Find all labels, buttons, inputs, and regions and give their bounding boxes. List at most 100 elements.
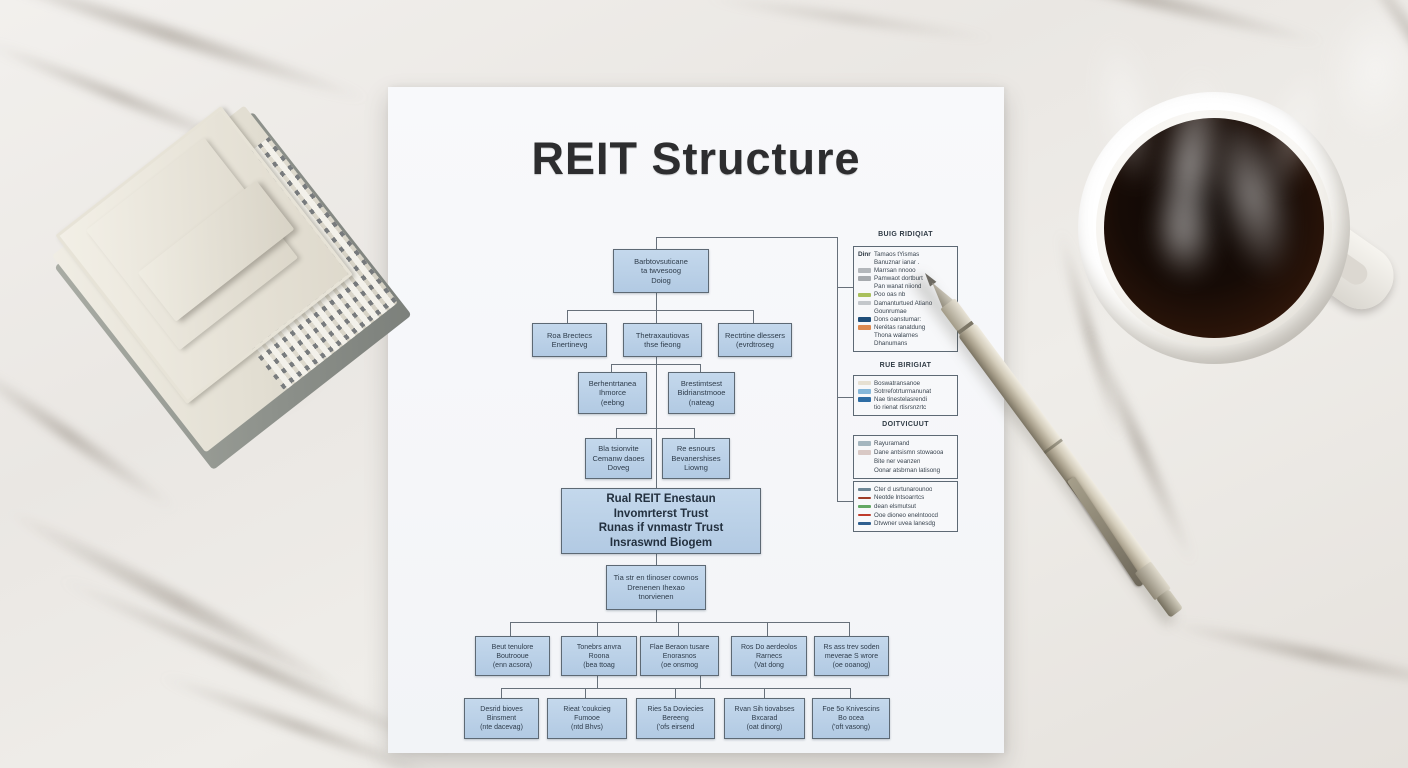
legend-swatch	[858, 389, 871, 394]
legend-box-4: Cter d usrtunarounoo Neotde lntsoarrtcs …	[853, 481, 958, 532]
building-model	[51, 105, 412, 471]
legend-row: Gounrumae	[858, 307, 953, 315]
legend-row: Rayuramand	[858, 439, 953, 447]
node-line: Bidrianstmooe	[677, 388, 726, 398]
node-row3-left: Berhentrtanea Ihmorce (eebng	[578, 372, 647, 414]
legend-row: Dhanumans	[858, 340, 953, 348]
marble-vein	[0, 0, 372, 107]
connector-line	[837, 287, 853, 288]
node-line: Roona	[588, 652, 610, 660]
node-line: Tia str en tlinoser cownos	[613, 573, 699, 583]
legend-row: Marrsan nnooo	[858, 266, 953, 274]
node-distribution: Tia str en tlinoser cownos Drenenen Ihex…	[606, 565, 706, 610]
node-line: Liowng	[684, 463, 708, 473]
node-line: Drenenen Ihexao	[627, 582, 685, 592]
node-line: Ries 5a Doviecies	[647, 706, 704, 713]
node-line: (eebng	[600, 397, 625, 407]
legend-label: Bite ner veanzen	[874, 458, 921, 465]
node-line: (evrdtroseg	[736, 340, 774, 349]
connector-line	[764, 688, 765, 698]
legend-label: Thona walarnes	[874, 332, 919, 340]
node-line: Roa Brectecs	[546, 330, 593, 340]
node-line: (Vat dong	[754, 661, 784, 669]
legend-swatch	[858, 317, 871, 322]
legend-row: Neotde lntsoarrtcs	[858, 494, 953, 502]
legend-label: Banuznar ianar .	[874, 258, 920, 266]
legend-label: Oonar atsbrnan latisong	[874, 467, 941, 474]
legend-swatch	[858, 276, 871, 281]
node-row5-5: Rs ass trev soden meverae S wrore (oe oo…	[814, 636, 889, 676]
connector-line	[616, 428, 617, 438]
connector-line	[837, 501, 853, 502]
legend-label: Rayuramand	[874, 440, 910, 447]
legend-swatch	[858, 496, 871, 500]
connector-line	[837, 237, 838, 502]
legend-row: Damanturtued Atiano	[858, 299, 953, 307]
node-line: (enn acsora)	[492, 661, 533, 669]
legend-swatch	[858, 459, 871, 464]
connector-line	[678, 622, 679, 636]
legend-key-label: Dinr	[858, 250, 871, 258]
node-row5-1: Beut tenulore Boutrooue (enn acsora)	[475, 636, 550, 676]
connector-line	[567, 310, 754, 311]
node-line: Bevanershises	[671, 453, 721, 463]
node-line: Beut tenulore	[491, 643, 534, 651]
connector-line	[611, 364, 701, 365]
node-line: Rs ass trev soden	[823, 643, 880, 651]
legend-label: Cter d usrtunarounoo	[874, 485, 933, 493]
node-line: Bereeng	[662, 715, 689, 722]
legend-swatch	[858, 300, 871, 306]
node-line: Thetraxautiovas	[635, 330, 690, 340]
legend-row: Thona walarnes	[858, 332, 953, 340]
legend-label: Dhanumans	[874, 340, 908, 348]
node-line: (oe ooanog)	[832, 661, 871, 669]
node-line: ('oft vasong)	[831, 724, 871, 731]
node-row6-4: Rvan Sih tiovabses Bxcarad (oat dinorg)	[724, 698, 805, 739]
node-line: Tonebrs anvra	[576, 643, 622, 651]
connector-line	[567, 310, 568, 323]
marble-vein	[0, 502, 361, 704]
legend-label: Sotrrefotrturmanunat	[874, 387, 932, 395]
legend-box-3: Rayuramand Dane antsismn stowaooa Bite n…	[853, 435, 958, 479]
node-line: Enertinevg	[551, 340, 588, 349]
legend-label: Pamwaot dortburt	[874, 275, 923, 283]
node-line: Foe 5o Knivescins	[822, 706, 880, 713]
node-line: (bea ttoag	[583, 661, 615, 669]
connector-line	[700, 364, 701, 373]
connector-line	[611, 364, 612, 373]
legend-label: Pan wanat niiond	[874, 283, 922, 291]
node-line: Desrid bioves	[480, 706, 523, 713]
node-line: (oe onsmog	[661, 661, 698, 669]
node-row2-middle: Thetraxautiovas thse fieong	[623, 323, 702, 357]
connector-line	[694, 428, 695, 438]
legend-swatch	[858, 380, 871, 386]
connector-line	[501, 688, 502, 698]
legend-row: dean elsmutsut	[858, 502, 953, 510]
node-line: Rvan Sih tiovabses	[734, 706, 795, 713]
legend-label: Damanturtued Atiano	[874, 299, 933, 307]
node-row2-right: Rectrtine dlessers (evrdtroseg	[718, 323, 792, 357]
node-line: Fumooe	[574, 715, 600, 722]
node-line: Berhentrtanea	[588, 378, 637, 388]
marble-vein	[700, 0, 1000, 44]
node-line: (nte dacevag)	[480, 724, 523, 731]
node-line: Doveg	[607, 463, 630, 473]
node-line: Ros Do aerdeolos	[740, 643, 798, 651]
node-top: Barbtovsuticane ta twvesoog Doiog	[613, 249, 709, 293]
connector-line	[656, 237, 838, 238]
connector-line	[585, 688, 586, 698]
node-line: meverae S wrore	[824, 652, 879, 660]
legend-swatch	[858, 260, 871, 265]
connector-line	[675, 688, 676, 698]
connector-line	[753, 310, 754, 323]
legend-title: DOITVICUUT	[882, 421, 929, 428]
connector-line	[597, 622, 598, 636]
legend-row: Sotrrefotrturmanunat	[858, 387, 953, 395]
node-line: (oat dinorg)	[746, 724, 783, 731]
node-line: Flae Beraon tusare	[649, 643, 710, 651]
legend-swatch	[858, 505, 871, 508]
legend-label: Dane antsismn stowaooa	[874, 449, 944, 456]
legend-row: Cter d usrtunarounoo	[858, 485, 953, 493]
